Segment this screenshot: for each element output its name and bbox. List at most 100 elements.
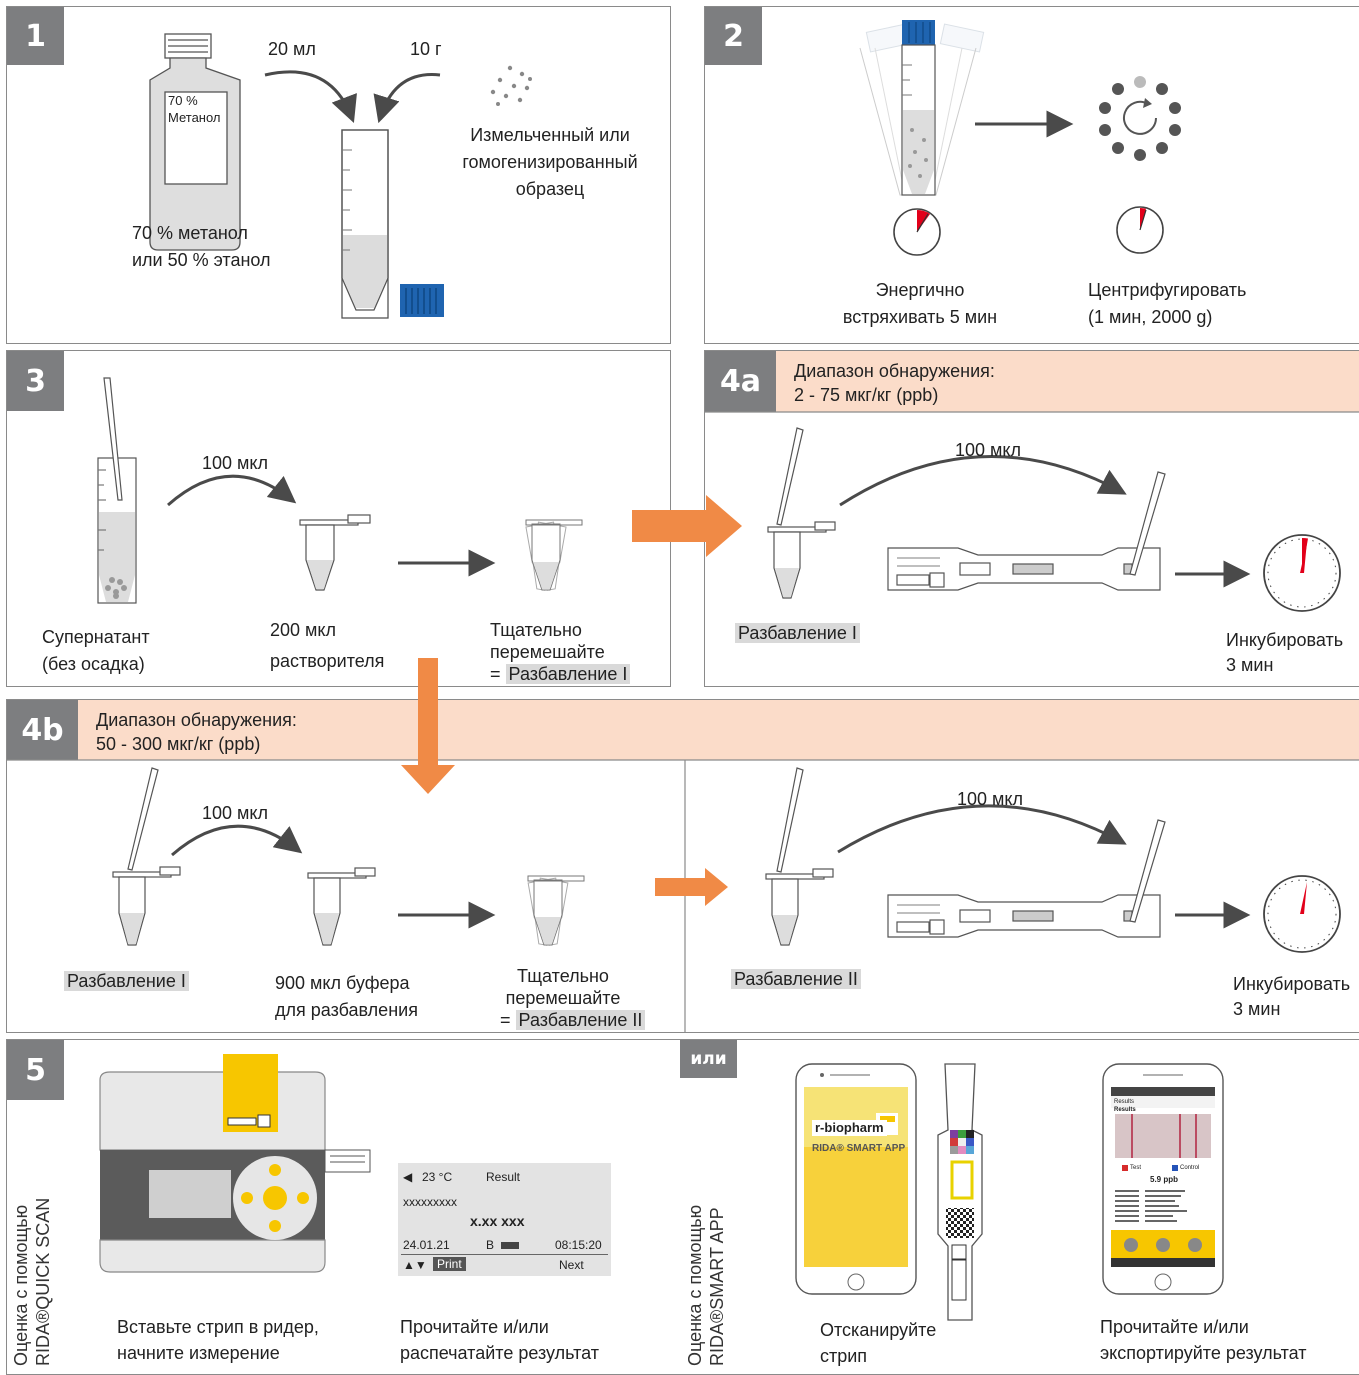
app-legend-control: Control — [1180, 1165, 1200, 1171]
diluent-caption-1: 200 мкл — [270, 620, 336, 640]
pipette-tube-4a — [767, 427, 836, 599]
diluent-caption-2: растворителя — [270, 651, 385, 671]
incubate-4b-1: Инкубировать — [1233, 974, 1351, 994]
export-caption-2: экспортируйте результат — [1100, 1343, 1307, 1363]
arrow-transfer-4a — [839, 455, 1127, 507]
pipette-tube-4b-right — [765, 767, 834, 946]
or-badge: или — [680, 1040, 737, 1078]
mixing-tube-3 — [525, 519, 583, 591]
phone-export — [1102, 1063, 1224, 1295]
reader-display: ◀ 23 °C Result xxxxxxxxx x.xx xxx 24.01.… — [398, 1163, 611, 1276]
screen-caption-2: распечатайте результат — [400, 1343, 599, 1363]
mix-eq-3: = — [490, 664, 501, 684]
transfer-volume-3: 100 мкл — [202, 453, 268, 473]
shake-caption-2: встряхивать 5 мин — [842, 307, 998, 327]
lcd-battery-label: B — [486, 1238, 495, 1252]
dilution-2-4b: Разбавление II — [731, 966, 861, 992]
eppendorf-tube-3 — [299, 514, 371, 591]
timer-icon-4b — [1263, 875, 1341, 953]
step-badge-4b: 4b — [7, 700, 78, 760]
range-4a-line1: Диапазон обнаружения: — [794, 361, 995, 381]
step-badge-1: 1 — [7, 7, 64, 65]
battery-icon — [501, 1242, 519, 1249]
orange-arrow-to-4a — [632, 495, 742, 557]
timer-icon-shake — [893, 208, 941, 256]
phone-scan — [795, 1063, 917, 1295]
range-4b-line2: 50 - 300 мкг/кг (ppb) — [96, 734, 261, 754]
timer-icon-centrifuge — [1116, 206, 1164, 254]
lcd-sample-id: xxxxxxxxx — [403, 1195, 457, 1209]
lcd-title: Result — [486, 1170, 521, 1184]
scan-caption-2: стрип — [820, 1346, 868, 1366]
lcd-back-icon: ◀ — [403, 1170, 413, 1184]
arrow-transfer-4b-right — [837, 804, 1127, 854]
pipette-tube-4b — [112, 767, 181, 946]
blue-cap — [400, 284, 444, 317]
side-label-quickscan-2: RIDA®QUICK SCAN — [33, 1197, 53, 1366]
lcd-divider — [401, 1254, 608, 1255]
lcd-nav-arrows-icon: ▲▼ — [403, 1258, 427, 1272]
supernatant-caption-2: (без осадка) — [42, 654, 145, 674]
reader-caption-2: начните измерение — [117, 1343, 280, 1363]
arrow-transfer-3 — [167, 474, 297, 507]
scan-strip — [937, 1063, 983, 1321]
side-label-quickscan: Оценка с помощью RIDA®QUICK SCAN — [10, 1198, 54, 1366]
methanol-bottle — [149, 33, 241, 251]
arrow-transfer-4b — [171, 824, 303, 857]
orange-arrow-to-4b — [401, 658, 455, 794]
supernatant-tube — [97, 377, 137, 604]
powder-dots — [490, 65, 532, 106]
dilution-2-4b-highlight: Разбавление II — [731, 969, 861, 989]
bottle-label-1: 70 % — [168, 93, 198, 108]
bottle-label-2: Метанол — [168, 110, 221, 125]
solvent-volume: 20 мл — [268, 39, 316, 59]
timer-icon-4a — [1263, 534, 1341, 612]
step-badge-3: 3 — [7, 351, 64, 411]
orange-arrow-to-4b-right — [655, 868, 728, 906]
step-badge-4a: 4a — [705, 351, 776, 412]
mix-result-4b: = Разбавление II — [500, 1007, 646, 1033]
dilution-1-highlight: Разбавление I — [505, 664, 631, 684]
dilution-2-highlight: Разбавление II — [515, 1010, 646, 1030]
panel-step-1 — [6, 6, 671, 344]
sample-mass: 10 г — [410, 39, 442, 59]
test-strip-4a — [887, 471, 1166, 591]
transfer-volume-4b: 100 мкл — [202, 803, 268, 823]
app-legend-test: Test — [1130, 1165, 1142, 1171]
range-4b-line1: Диапазон обнаружения: — [96, 710, 297, 730]
lcd-print-button[interactable]: Print — [433, 1257, 466, 1271]
mixing-tube-4b — [527, 875, 585, 946]
centrifuge-icon — [1099, 76, 1181, 161]
phone-app-name: RIDA® SMART APP — [812, 1143, 906, 1154]
side-label-smartapp: Оценка с помощью RIDA®SMART APP — [684, 1205, 728, 1366]
arrow-sample — [373, 73, 441, 124]
mix-result-3: = Разбавление I — [490, 661, 631, 687]
mix-caption-1: Тщательно — [490, 620, 582, 640]
mix-4b-1: Тщательно — [517, 966, 609, 986]
centrifuge-caption-1: Центрифугировать — [1088, 280, 1247, 300]
range-4a-line2: 2 - 75 мкг/кг (ppb) — [794, 385, 939, 405]
transfer-volume-4a: 100 мкл — [955, 440, 1021, 460]
mix-caption-2: перемешайте — [490, 642, 605, 662]
dilution-4a: Разбавление I — [735, 620, 860, 646]
screen-caption-1: Прочитайте и/или — [400, 1317, 549, 1337]
dilution-4a-highlight: Разбавление I — [735, 623, 860, 643]
buffer-caption-1: 900 мкл буфера — [275, 973, 410, 993]
export-caption-1: Прочитайте и/или — [1100, 1317, 1249, 1337]
color-card — [950, 1130, 974, 1154]
test-strip-4b — [887, 819, 1166, 938]
solvent-caption-1: 70 % метанол — [132, 223, 248, 243]
shaking-tube — [859, 20, 985, 196]
lcd-next-button[interactable]: Next — [559, 1258, 584, 1272]
solvent-caption-2: или 50 % этанол — [132, 250, 271, 270]
mix-4b-2: перемешайте — [505, 988, 621, 1008]
sample-caption-1: Измельченный или — [470, 125, 630, 145]
mix-eq-4b: = — [500, 1010, 511, 1030]
incubate-4b-2: 3 мин — [1233, 999, 1281, 1019]
side-label-smartapp-1: Оценка с помощью — [685, 1204, 705, 1366]
lcd-time: 08:15:20 — [555, 1238, 602, 1252]
app-header: Results — [1114, 1099, 1135, 1105]
incubate-4a-2: 3 мин — [1226, 655, 1274, 675]
side-label-smartapp-2: RIDA®SMART APP — [707, 1207, 727, 1366]
